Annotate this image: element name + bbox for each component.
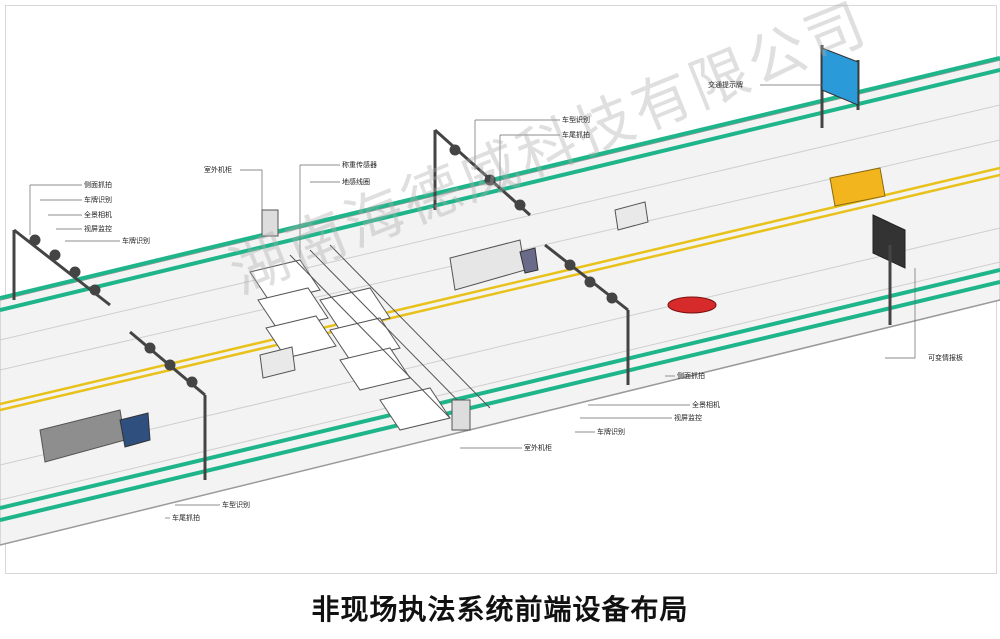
label-middle-rear-capture: 车尾抓拍 (562, 131, 590, 139)
near-road-edge (0, 299, 1000, 546)
label-vms-board: 可变情报板 (928, 354, 963, 362)
traffic-sign-structure (820, 45, 860, 128)
cabinet-bottom (451, 399, 471, 431)
label-front-rear-capture: 车尾抓拍 (172, 514, 200, 522)
truck-center (449, 239, 539, 291)
label-outdoor-cabinet-top: 室外机柜 (204, 166, 232, 174)
cabinet-top (261, 209, 279, 237)
label-right-panorama-camera: 全景相机 (692, 401, 720, 409)
yellow-truck (829, 167, 886, 207)
weighing-grid (249, 244, 491, 431)
center-line (0, 173, 1000, 412)
label-left-video-monitor: 视屏监控 (84, 225, 112, 233)
label-left-panorama-camera: 全景相机 (84, 211, 112, 219)
label-left-plate-recognition-2: 车牌识别 (122, 237, 150, 245)
lane-line (0, 227, 1000, 466)
diagram-caption: 非现场执法系统前端设备布局 (311, 593, 689, 626)
label-traffic-sign: 交通提示牌 (708, 81, 743, 89)
label-weighing-sensor: 称重传感器 (342, 161, 377, 169)
leader-lines (29, 84, 916, 519)
label-ground-coil: 地感线圈 (342, 178, 370, 186)
van-left (259, 346, 296, 379)
left-gantry (12, 228, 111, 307)
right-gantry (544, 243, 630, 385)
vms-board (872, 214, 906, 325)
label-left-plate-recognition: 车牌识别 (84, 196, 112, 204)
label-right-video-monitor: 视屏监控 (674, 414, 702, 422)
red-car (667, 296, 717, 314)
road-illustration (0, 45, 1000, 546)
label-front-vehicle-type: 车型识别 (222, 501, 250, 509)
lane-line (0, 104, 1000, 341)
truck-left (39, 409, 151, 463)
near-guardrail (0, 268, 1000, 522)
label-outdoor-cabinet-bottom: 室外机柜 (524, 444, 552, 452)
front-gantry (129, 330, 207, 480)
van-right (614, 201, 649, 231)
lane-line (0, 261, 1000, 501)
label-middle-vehicle-type: 车型识别 (562, 116, 590, 124)
label-left-side-capture: 侧面抓拍 (84, 181, 112, 189)
label-right-side-capture: 侧面抓拍 (677, 372, 705, 380)
middle-gantry (433, 128, 532, 217)
label-right-plate-recognition: 车牌识别 (597, 428, 625, 436)
